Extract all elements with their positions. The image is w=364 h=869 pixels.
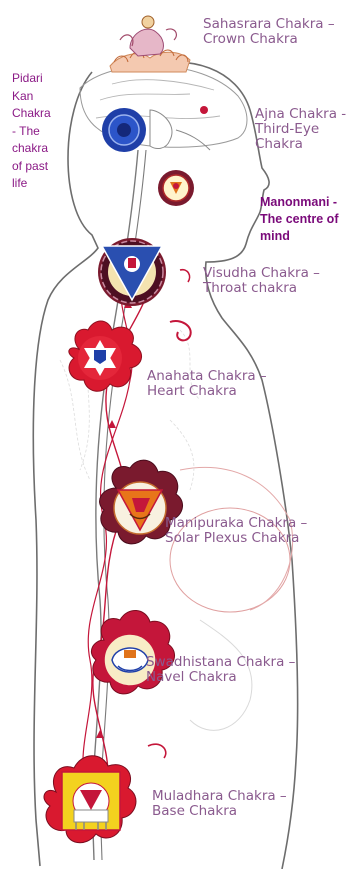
ajna-label-line-3: Chakra bbox=[255, 137, 346, 152]
anahata-label-line-1: Anahata Chakra – bbox=[147, 369, 267, 384]
brain-stem bbox=[150, 110, 172, 148]
pidari-label-line-2: Kan bbox=[12, 88, 56, 106]
crown-figure bbox=[130, 29, 163, 56]
sahasrara-label: Sahasrara Chakra – Crown Chakra bbox=[203, 17, 335, 47]
anahata-label-line-2: Heart Chakra bbox=[147, 384, 267, 399]
ajna-label: Ajna Chakra - Third-Eye Chakra bbox=[255, 107, 346, 152]
manipuraka-label: Manipuraka Chakra – Solar Plexus Chakra bbox=[165, 516, 307, 546]
manonmani-label-line-1: Manonmani - bbox=[260, 194, 339, 211]
manipuraka-label-line-1: Manipuraka Chakra – bbox=[165, 516, 307, 531]
visudha-chakra bbox=[98, 238, 166, 306]
ajna-chakra bbox=[158, 170, 194, 206]
ajna-label-line-2: Third-Eye bbox=[255, 122, 346, 137]
sahasrara-crown-chakra bbox=[110, 16, 190, 72]
muladhara-label-line-2: Base Chakra bbox=[152, 804, 287, 819]
pidari-label-line-3: Chakra bbox=[12, 105, 56, 123]
manonmani-label-line-3: mind bbox=[260, 228, 339, 245]
visudha-label: Visudha Chakra – Throat chakra bbox=[203, 266, 320, 296]
muladhara-label: Muladhara Chakra – Base Chakra bbox=[152, 789, 287, 819]
pidari-label: Pidari Kan Chakra - The chakra of past l… bbox=[12, 70, 56, 193]
visudha-label-line-1: Visudha Chakra – bbox=[203, 266, 320, 281]
pineal-dot bbox=[200, 106, 208, 114]
swadhistana-label-line-1: Swadhistana Chakra – bbox=[146, 655, 295, 670]
pidari-label-line-5: chakra bbox=[12, 140, 56, 158]
pidari-label-line-6: of past bbox=[12, 158, 56, 176]
anahata-label: Anahata Chakra – Heart Chakra bbox=[147, 369, 267, 399]
swadhistana-label-line-2: Navel Chakra bbox=[146, 670, 295, 685]
ajna-label-line-1: Ajna Chakra - bbox=[255, 107, 346, 122]
sahasrara-label-line-1: Sahasrara Chakra – bbox=[203, 17, 335, 32]
visudha-label-line-2: Throat chakra bbox=[203, 281, 320, 296]
pidari-kan-chakra bbox=[102, 108, 146, 152]
manonmani-label: Manonmani - The centre of mind bbox=[260, 194, 339, 245]
pidari-label-line-4: - The bbox=[12, 123, 56, 141]
muladhara-chakra bbox=[44, 756, 136, 843]
pidari-label-line-1: Pidari bbox=[12, 70, 56, 88]
muladhara-label-line-1: Muladhara Chakra – bbox=[152, 789, 287, 804]
manonmani-label-line-2: The centre of bbox=[260, 211, 339, 228]
pidari-label-line-7: life bbox=[12, 175, 56, 193]
anahata-chakra bbox=[69, 321, 142, 391]
swadhistana-label: Swadhistana Chakra – Navel Chakra bbox=[146, 655, 295, 685]
sahasrara-label-line-2: Crown Chakra bbox=[203, 32, 335, 47]
manipuraka-label-line-2: Solar Plexus Chakra bbox=[165, 531, 307, 546]
